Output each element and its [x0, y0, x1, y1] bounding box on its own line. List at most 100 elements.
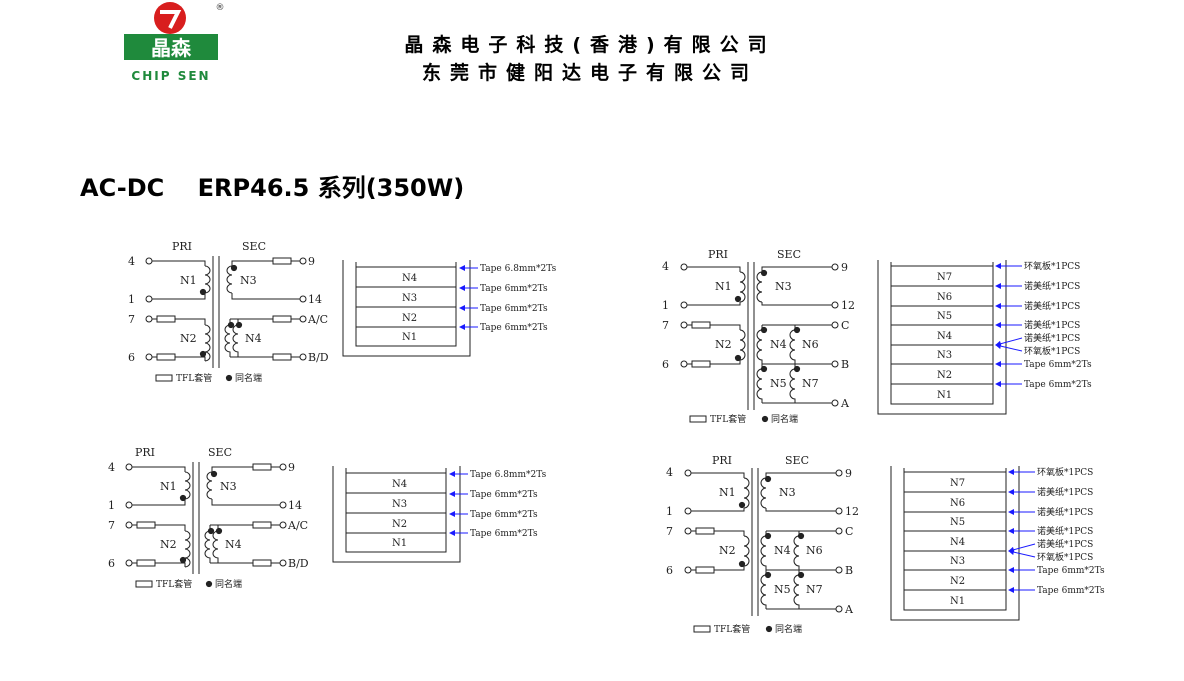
- layer: N4: [937, 331, 952, 342]
- label-sec: SEC: [242, 240, 266, 253]
- winding-n4: N4: [225, 538, 242, 551]
- tape-label: 诺美纸*1PCS: [1024, 319, 1080, 331]
- pin-1: 1: [666, 505, 673, 518]
- tape-label: 环氧板*1PCS: [1037, 551, 1093, 563]
- label-pri: PRI: [135, 446, 155, 459]
- pin-c: C: [841, 319, 849, 332]
- tape-label: 环氧板*1PCS: [1024, 345, 1080, 357]
- logo-band: [124, 34, 218, 60]
- legend-tfl: TFL套管: [710, 413, 746, 425]
- winding-n6: N6: [806, 544, 823, 557]
- pin-4: 4: [662, 260, 669, 273]
- legend-tfl: TFL套管: [156, 578, 192, 590]
- pin-b: B: [841, 358, 849, 371]
- pin-ac: A/C: [307, 313, 328, 326]
- layer: N7: [937, 272, 952, 283]
- schematic-top-left: PRI SEC 4 1 N1 7 6 N2 9 14 N3 A/C B/D N4: [128, 240, 329, 384]
- layer: N2: [950, 576, 965, 587]
- layer: N1: [950, 596, 965, 607]
- tape-label: Tape 6mm*2Ts: [470, 490, 538, 500]
- pin-4: 4: [108, 461, 115, 474]
- pin-ac: A/C: [287, 519, 308, 532]
- layer: N3: [937, 350, 952, 361]
- tape-label: 诺美纸*1PCS: [1024, 332, 1080, 344]
- layer: N3: [392, 499, 407, 510]
- winding-stack-top-left: N4 N3 N2 N1 Tape 6.8mm*2Ts Tape 6mm*2Ts …: [342, 260, 557, 357]
- layer: N3: [950, 556, 965, 567]
- layer: N6: [937, 292, 952, 303]
- schematic-bottom-left: PRI SEC 4 1 N1 7 6 N2 9 14 N3 A/C B/D N4: [108, 446, 309, 590]
- pin-9: 9: [845, 467, 852, 480]
- winding-n3: N3: [220, 480, 237, 493]
- tape-label: 诺美纸*1PCS: [1024, 280, 1080, 292]
- page-title: AC-DC ERP46.5 系列(350W): [80, 174, 465, 202]
- tape-label: Tape 6mm*2Ts: [480, 304, 548, 314]
- pin-6: 6: [108, 557, 115, 570]
- schematic-top-right: PRI SEC 4 1 N1 7 6 N2 9 12 N3 C: [662, 248, 855, 425]
- pin-4: 4: [128, 255, 135, 268]
- winding-n3: N3: [779, 486, 796, 499]
- pin-bd: B/D: [288, 557, 309, 570]
- tape-label: Tape 6mm*2Ts: [470, 510, 538, 520]
- layer: N5: [937, 311, 952, 322]
- tape-label: 环氧板*1PCS: [1037, 466, 1093, 478]
- tape-label: Tape 6mm*2Ts: [480, 284, 548, 294]
- layer: N4: [392, 479, 407, 490]
- pin-6: 6: [666, 564, 673, 577]
- winding-n7: N7: [802, 377, 819, 390]
- winding-n7: N7: [806, 583, 823, 596]
- company-name-hk: 晶森电子科技(香港)有限公司: [404, 34, 776, 56]
- layer: N1: [402, 332, 417, 343]
- logo-brand: CHIP SEN: [131, 69, 210, 83]
- layer: N7: [950, 478, 965, 489]
- layer: N2: [937, 370, 952, 381]
- tape-label: 诺美纸*1PCS: [1024, 300, 1080, 312]
- legend-dot: 同名端: [775, 623, 802, 635]
- winding-n1: N1: [160, 480, 177, 493]
- layer: N2: [392, 519, 407, 530]
- winding-n1: N1: [719, 486, 736, 499]
- pin-4: 4: [666, 466, 673, 479]
- pin-1: 1: [108, 499, 115, 512]
- layer: N5: [950, 517, 965, 528]
- legend-dot: 同名端: [235, 372, 262, 384]
- pin-9: 9: [288, 461, 295, 474]
- legend-dot: 同名端: [215, 578, 242, 590]
- pin-6: 6: [128, 351, 135, 364]
- winding-n2: N2: [180, 332, 197, 345]
- pin-6: 6: [662, 358, 669, 371]
- layer: N2: [402, 313, 417, 324]
- tape-label: Tape 6mm*2Ts: [1037, 586, 1105, 596]
- pin-a: A: [840, 397, 850, 410]
- winding-n4: N4: [770, 338, 787, 351]
- winding-n5: N5: [770, 377, 787, 390]
- layer: N1: [392, 538, 407, 549]
- pin-1: 1: [128, 293, 135, 306]
- pin-7: 7: [666, 525, 673, 538]
- legend-dot: 同名端: [771, 413, 798, 425]
- tape-label: Tape 6mm*2Ts: [1037, 566, 1105, 576]
- winding-stack-bottom-right: N7 N6 N5 N4 N3 N2 N1 环氧板*1PCS 诺美纸*1PCS 诺…: [890, 466, 1105, 621]
- label-pri: PRI: [708, 248, 728, 261]
- pin-7: 7: [128, 313, 135, 326]
- winding-n3: N3: [240, 274, 257, 287]
- pin-9: 9: [308, 255, 315, 268]
- tape-label: 诺美纸*1PCS: [1037, 486, 1093, 498]
- pin-14: 14: [288, 499, 302, 512]
- tape-label: Tape 6.8mm*2Ts: [480, 264, 557, 274]
- pin-12: 12: [841, 299, 855, 312]
- label-sec: SEC: [777, 248, 801, 261]
- tape-label: Tape 6mm*2Ts: [480, 323, 548, 333]
- tape-label: Tape 6.8mm*2Ts: [470, 470, 547, 480]
- winding-n5: N5: [774, 583, 791, 596]
- pin-12: 12: [845, 505, 859, 518]
- tape-label: Tape 6mm*2Ts: [1024, 380, 1092, 390]
- layer: N4: [950, 537, 965, 548]
- layer: N1: [937, 390, 952, 401]
- tape-label: 诺美纸*1PCS: [1037, 506, 1093, 518]
- schematic-bottom-right: PRI SEC 4 1 N1 7 6 N2 9 12 N3 C: [666, 454, 859, 635]
- company-logo: 晶森 CHIP SEN ®: [120, 0, 228, 84]
- pin-a: A: [844, 603, 854, 616]
- tape-label: 环氧板*1PCS: [1024, 260, 1080, 272]
